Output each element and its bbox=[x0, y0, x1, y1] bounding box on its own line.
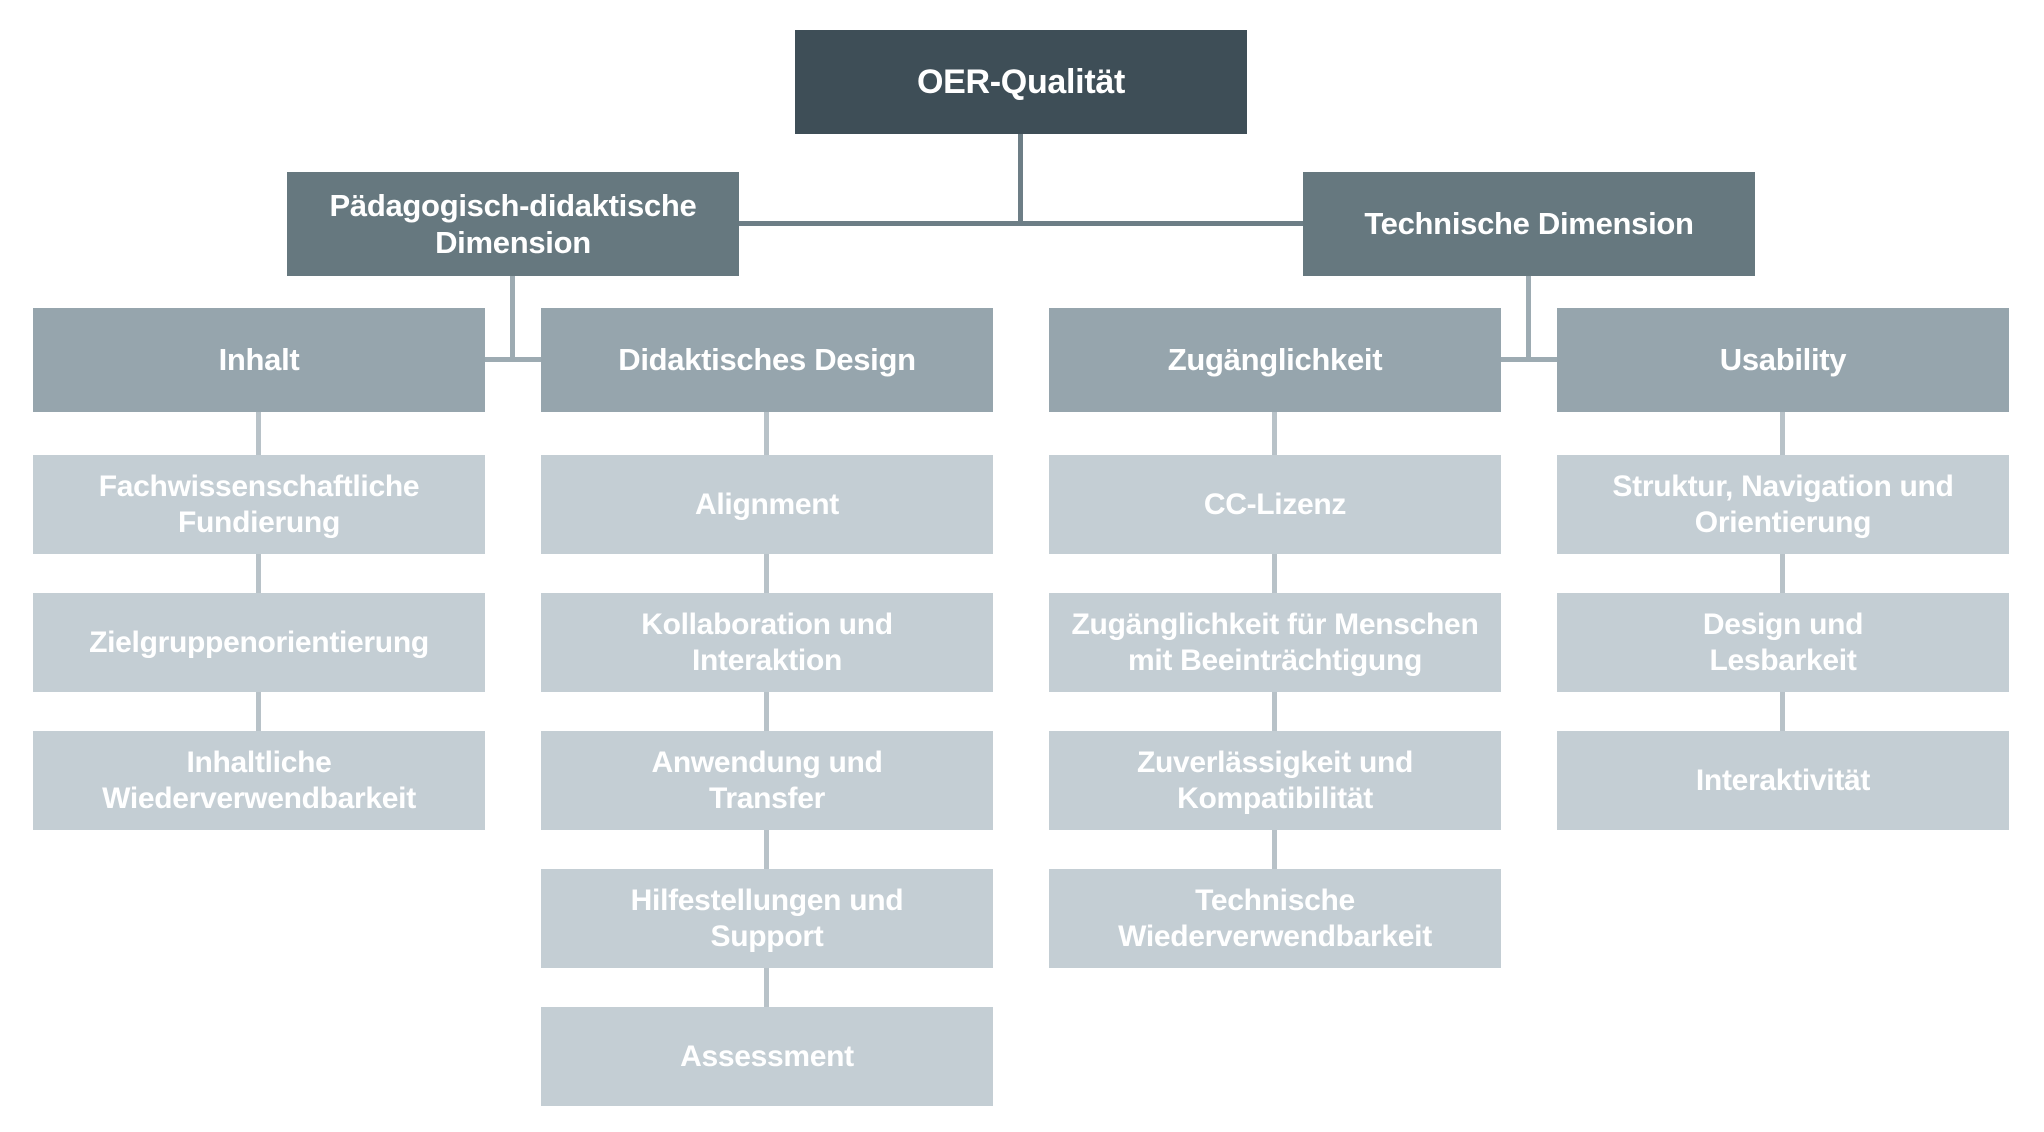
connector-col3-seg3 bbox=[1272, 692, 1277, 731]
dimension-box-paedagogisch-didaktische: Pädagogisch-didaktische Dimension bbox=[287, 172, 739, 276]
connector-dim2-stem bbox=[1526, 276, 1531, 362]
connector-col2-seg4 bbox=[764, 830, 769, 869]
item-inhaltliche-wiederverwendbarkeit: Inhaltliche Wiederverwendbarkeit bbox=[33, 731, 485, 830]
category-header-usability: Usability bbox=[1557, 308, 2009, 412]
item-design-und-lesbarkeit: Design und Lesbarkeit bbox=[1557, 593, 2009, 692]
item-zuverlaessigkeit-und-kompatibilitaet: Zuverlässigkeit und Kompatibilität bbox=[1049, 731, 1501, 830]
connector-root-stem bbox=[1018, 134, 1023, 226]
connector-dim1-stem bbox=[510, 276, 515, 362]
category-header-didaktisches-design: Didaktisches Design bbox=[541, 308, 993, 412]
connector-col3-seg2 bbox=[1272, 554, 1277, 593]
connector-col4-seg3 bbox=[1780, 692, 1785, 731]
root-box: OER-Qualität bbox=[795, 30, 1247, 134]
item-zielgruppenorientierung: Zielgruppenorientierung bbox=[33, 593, 485, 692]
connector-col4-seg2 bbox=[1780, 554, 1785, 593]
item-struktur-navigation-orientierung: Struktur, Navigation und Orientierung bbox=[1557, 455, 2009, 554]
item-zugaenglichkeit-menschen-beeintraechtigung: Zugänglichkeit für Menschen mit Beeinträ… bbox=[1049, 593, 1501, 692]
dimension-box-technische: Technische Dimension bbox=[1303, 172, 1755, 276]
connector-col3-seg1 bbox=[1272, 412, 1277, 455]
item-assessment: Assessment bbox=[541, 1007, 993, 1106]
connector-col1-seg1 bbox=[256, 412, 261, 455]
connector-root-horizontal bbox=[739, 221, 1303, 226]
connector-col1-seg3 bbox=[256, 692, 261, 731]
connector-col4-seg1 bbox=[1780, 412, 1785, 455]
connector-col2-seg1 bbox=[764, 412, 769, 455]
item-cc-lizenz: CC-Lizenz bbox=[1049, 455, 1501, 554]
item-kollaboration-und-interaktion: Kollaboration und Interaktion bbox=[541, 593, 993, 692]
connector-col2-seg3 bbox=[764, 692, 769, 731]
item-alignment: Alignment bbox=[541, 455, 993, 554]
category-header-zugaenglichkeit: Zugänglichkeit bbox=[1049, 308, 1501, 412]
item-interaktivitaet: Interaktivität bbox=[1557, 731, 2009, 830]
item-fachwissenschaftliche-fundierung: Fachwissenschaftliche Fundierung bbox=[33, 455, 485, 554]
connector-col2-seg5 bbox=[764, 968, 769, 1007]
connector-dim2-tee bbox=[1501, 357, 1557, 362]
connector-col1-seg2 bbox=[256, 554, 261, 593]
connector-dim1-tee bbox=[485, 357, 541, 362]
item-technische-wiederverwendbarkeit: Technische Wiederverwendbarkeit bbox=[1049, 869, 1501, 968]
item-hilfestellungen-und-support: Hilfestellungen und Support bbox=[541, 869, 993, 968]
category-header-inhalt: Inhalt bbox=[33, 308, 485, 412]
connector-col2-seg2 bbox=[764, 554, 769, 593]
connector-col3-seg4 bbox=[1272, 830, 1277, 869]
item-anwendung-und-transfer: Anwendung und Transfer bbox=[541, 731, 993, 830]
